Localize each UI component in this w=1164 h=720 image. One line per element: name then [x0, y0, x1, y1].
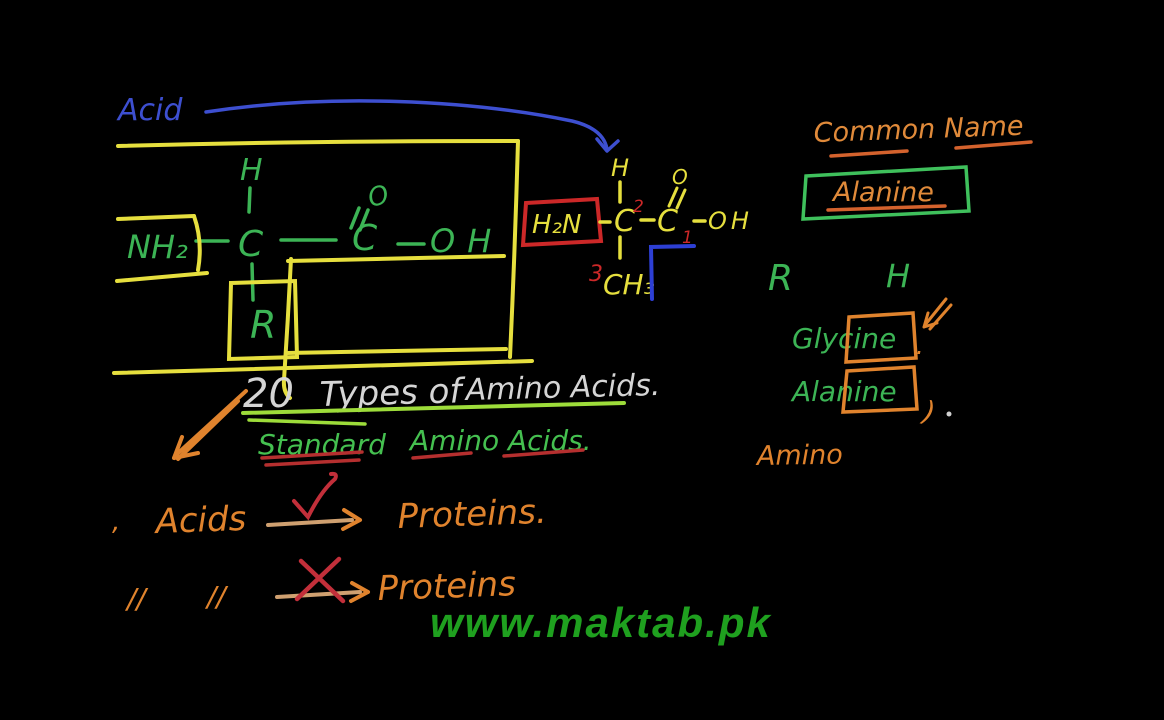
- watermark-url: www.maktab.pk: [430, 599, 773, 646]
- acid-pointer: Acid: [116, 93, 620, 153]
- proteins-yes-label: Proteins.: [397, 492, 547, 537]
- big-diagonal-arrow-shaft: [174, 389, 248, 461]
- carboxyl-carbon-label: C: [352, 218, 378, 259]
- h-letter: H: [886, 257, 910, 295]
- amino-acids-red-underlines: [411, 448, 585, 460]
- hydrogen-top-label: H: [611, 154, 629, 182]
- bond-hydrogen-carbon: [247, 186, 252, 214]
- amino-word: Amino: [755, 440, 843, 473]
- summary-rows: , Acids Proteins. // // Proteins: [112, 471, 547, 615]
- r-letter: R: [768, 258, 793, 299]
- big-diagonal-arrowhead: [172, 435, 200, 460]
- red-checkmark: [292, 471, 338, 521]
- common-name-heading: Common Name: [813, 111, 1024, 149]
- inner-box-bottom: [284, 347, 508, 355]
- red-x-mark: [294, 556, 346, 604]
- double-bond-stroke-1: [349, 206, 361, 230]
- acids-label: Acids: [153, 499, 247, 542]
- general-amino-acid-structure: NH₂ H C C O OH R: [127, 153, 503, 347]
- double-bond-stroke-2: [358, 208, 370, 232]
- amine-box-bottom: [115, 271, 209, 283]
- glycine-period: .: [916, 332, 924, 360]
- ditto-mark-2: //: [204, 580, 228, 613]
- glycine-suffix-box: [844, 311, 918, 364]
- alanine-structure: H₂N H C 2 C 1 O OH 3 CH₃: [520, 154, 753, 301]
- amine-box-right: [192, 214, 202, 272]
- stray-dot: [946, 411, 952, 417]
- lime-underline-short: [247, 418, 367, 426]
- boxed-name-underline: [826, 204, 947, 212]
- r-group-label: R: [250, 303, 276, 347]
- amine-group-label: NH₂: [127, 228, 188, 266]
- r-group-box: [226, 278, 300, 362]
- alpha-carbon-label: C: [614, 204, 635, 239]
- yellow-long-bottom-line: [112, 359, 534, 375]
- carbon-2-number: 2: [633, 197, 644, 217]
- amino-acid-notes: 20 Types of Amino Acids. Standard Amino …: [172, 368, 661, 467]
- suffix-pointer-arrowhead: [922, 311, 939, 329]
- amine-group-label: H₂N: [532, 210, 581, 240]
- amine-red-box: [520, 196, 604, 248]
- yellow-highlight-strokes: [112, 139, 534, 400]
- inner-box-top: [286, 254, 506, 263]
- carbon-3-number: 3: [589, 262, 603, 287]
- acid-arrow-shaft: [204, 99, 609, 151]
- curl-mark: ): [919, 394, 939, 429]
- yes-arrowhead: [341, 508, 362, 531]
- acid-label: Acid: [116, 93, 183, 128]
- lead-mark: ,: [112, 507, 120, 537]
- hydroxyl-label: OH: [430, 222, 503, 260]
- yellow-right-line: [508, 139, 520, 359]
- alanine-suffix-box: [841, 365, 919, 414]
- boxed-common-name: Alanine: [831, 177, 934, 208]
- no-arrowhead: [349, 581, 370, 603]
- carboxyl-carbon-label: C: [657, 204, 678, 239]
- no-arrow-shaft: [275, 590, 362, 599]
- ditto-mark-1: //: [124, 582, 148, 615]
- blue-corner-bracket: [648, 244, 696, 301]
- hydroxyl-label: OH: [708, 207, 753, 235]
- hydrogen-top-label: H: [240, 153, 263, 188]
- amino-acids-text: Amino Acids.: [463, 368, 660, 408]
- yellow-top-line: [116, 139, 520, 148]
- yes-arrow-shaft: [266, 518, 354, 527]
- amine-box-top: [116, 214, 196, 221]
- acid-arrowhead: [595, 137, 620, 153]
- count-20: 20: [243, 371, 294, 417]
- oxygen-label: O: [672, 165, 688, 189]
- proteins-no-label: Proteins: [377, 564, 517, 609]
- common-name-underlines: [829, 140, 1033, 158]
- lime-underline-long: [241, 401, 626, 415]
- glycine-label: Glycine: [792, 322, 896, 355]
- methyl-group-label: CH₃: [603, 268, 655, 301]
- carbon-1-number: 1: [682, 228, 693, 248]
- naming-panel: Common Name Alanine R H Glycine . Alanin…: [755, 111, 1033, 473]
- alpha-carbon-label: C: [238, 224, 264, 265]
- standard-red-underlines: [260, 450, 364, 467]
- alanine-green-box: [801, 165, 971, 221]
- double-bond-strokes: [667, 186, 687, 210]
